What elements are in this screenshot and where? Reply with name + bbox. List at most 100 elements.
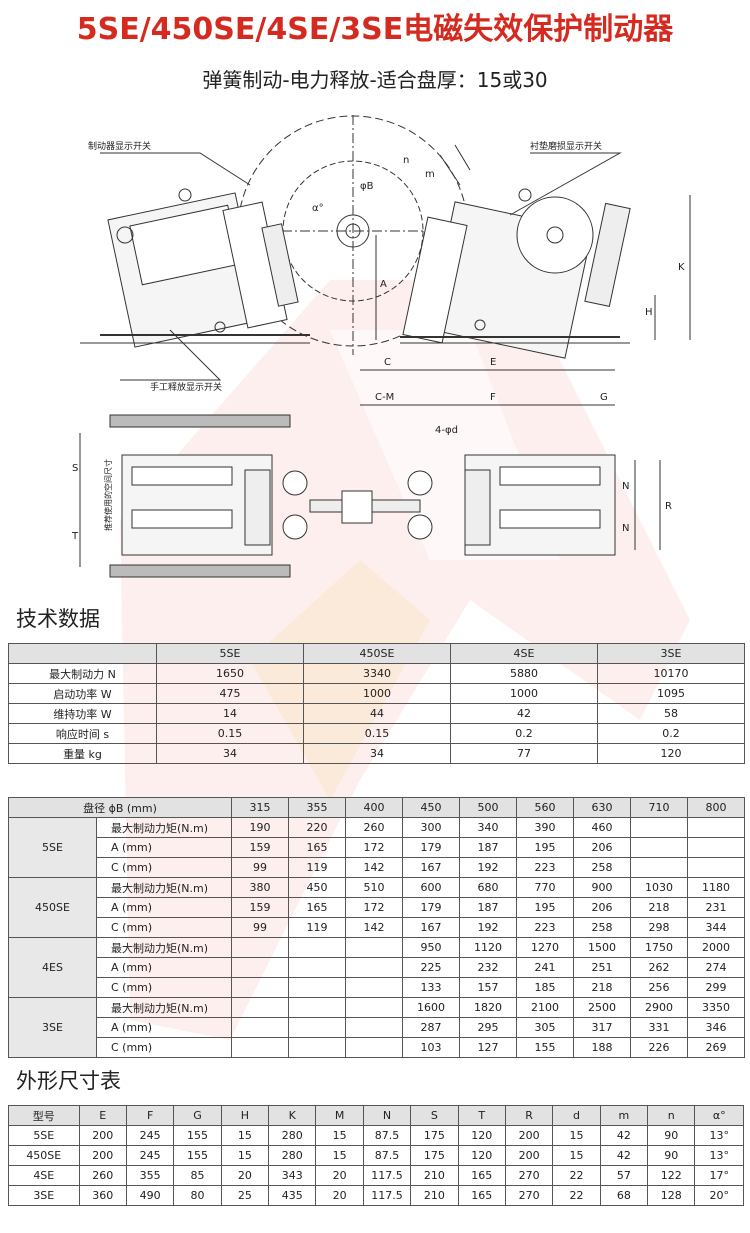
dim-value-cell: 117.5 xyxy=(362,1185,412,1206)
disc-row-label: C (mm) xyxy=(96,977,232,998)
disc-diameter-cell: 630 xyxy=(573,797,631,818)
disc-value-cell xyxy=(345,977,403,998)
disc-value-cell xyxy=(345,1037,403,1058)
disc-row-label: 最大制动力矩(N.m) xyxy=(96,997,232,1018)
dim-header-cell: G xyxy=(173,1105,222,1126)
disc-value-cell xyxy=(288,937,346,958)
dim-value-cell: 90 xyxy=(647,1145,696,1166)
table-row: 重量 kg 34 34 77 120 xyxy=(8,743,745,764)
disc-value-cell xyxy=(687,817,745,838)
disc-value-cell: 172 xyxy=(345,837,403,858)
dim-value-cell: 22 xyxy=(552,1165,601,1186)
table-row: 启动功率 W 475 1000 1000 1095 xyxy=(8,683,745,704)
dim-value-cell: 13° xyxy=(694,1125,744,1146)
dim-value-cell: 20 xyxy=(220,1165,270,1186)
disc-value-cell xyxy=(231,977,289,998)
disc-group-model: 4ES xyxy=(8,937,97,998)
dim-value-cell: 165 xyxy=(457,1165,506,1186)
svg-text:R: R xyxy=(665,501,672,512)
disc-value-cell: 119 xyxy=(288,917,346,938)
tech-model-5se: 5SE xyxy=(156,643,304,664)
disc-value-cell: 317 xyxy=(573,1017,631,1038)
svg-text:A: A xyxy=(380,279,387,290)
dim-value-cell: 175 xyxy=(410,1145,459,1166)
disc-value-cell: 262 xyxy=(630,957,688,978)
dim-value-cell: 68 xyxy=(599,1185,649,1206)
dim-header-cell: S xyxy=(410,1105,459,1126)
dim-value-cell: 117.5 xyxy=(362,1165,412,1186)
dim-header-cell: K xyxy=(268,1105,317,1126)
dim-value-cell: 17° xyxy=(694,1165,744,1186)
disc-value-cell: 142 xyxy=(345,857,403,878)
disc-row-label: 最大制动力矩(N.m) xyxy=(96,937,232,958)
table-row: 维持功率 W 14 44 42 58 xyxy=(8,703,745,724)
disc-value-cell: 195 xyxy=(516,837,574,858)
svg-text:4-φd: 4-φd xyxy=(435,425,458,436)
dim-value-cell: 245 xyxy=(125,1125,175,1146)
dim-value-cell: 435 xyxy=(268,1185,317,1206)
disc-value-cell xyxy=(231,1037,289,1058)
dim-value-cell: 87.5 xyxy=(362,1125,412,1146)
dim-value-cell: 15 xyxy=(552,1125,601,1146)
dim-value-cell: 155 xyxy=(173,1125,222,1146)
disc-row-label: A (mm) xyxy=(96,837,232,858)
disc-value-cell xyxy=(687,837,745,858)
disc-value-cell: 1180 xyxy=(687,877,745,898)
tech-model-4se: 4SE xyxy=(450,643,598,664)
disc-value-cell: 179 xyxy=(402,897,460,918)
disc-value-cell xyxy=(231,1017,289,1038)
disc-value-cell: 179 xyxy=(402,837,460,858)
disc-value-cell: 251 xyxy=(573,957,631,978)
disc-value-cell: 1500 xyxy=(573,937,631,958)
dim-value-cell: 210 xyxy=(410,1185,459,1206)
disc-value-cell xyxy=(288,977,346,998)
disc-value-cell: 187 xyxy=(459,837,517,858)
disc-value-cell: 256 xyxy=(630,977,688,998)
dim-value-cell: 165 xyxy=(457,1185,506,1206)
disc-value-cell xyxy=(345,937,403,958)
dim-value-cell: 15 xyxy=(315,1145,364,1166)
disc-value-cell: 218 xyxy=(630,897,688,918)
disc-value-cell: 287 xyxy=(402,1017,460,1038)
disc-value-cell: 206 xyxy=(573,897,631,918)
svg-text:N: N xyxy=(622,523,629,534)
disc-value-cell: 190 xyxy=(231,817,289,838)
dim-header-cell: N xyxy=(362,1105,412,1126)
disc-value-cell: 258 xyxy=(573,917,631,938)
page-title: 5SE/450SE/4SE/3SE电磁失效保护制动器 xyxy=(76,12,674,47)
disc-value-cell: 165 xyxy=(288,837,346,858)
disc-group-model: 3SE xyxy=(8,997,97,1058)
disc-value-cell: 185 xyxy=(516,977,574,998)
disc-value-cell: 188 xyxy=(573,1037,631,1058)
svg-text:C-M: C-M xyxy=(375,392,394,403)
dim-header-cell: H xyxy=(220,1105,270,1126)
svg-text:C: C xyxy=(384,357,391,368)
disc-value-cell: 390 xyxy=(516,817,574,838)
disc-value-cell: 223 xyxy=(516,917,574,938)
disc-value-cell: 460 xyxy=(573,817,631,838)
dim-header-cell: m xyxy=(599,1105,649,1126)
disc-value-cell: 269 xyxy=(687,1037,745,1058)
tech-section-title: 技术数据 xyxy=(16,607,100,631)
disc-value-cell: 450 xyxy=(288,877,346,898)
dim-value-cell: 122 xyxy=(647,1165,696,1186)
disc-value-cell: 206 xyxy=(573,837,631,858)
dim-value-cell: 260 xyxy=(78,1165,127,1186)
space-label: 推荐使用的空间尺寸 xyxy=(103,459,113,531)
dim-value-cell: 22 xyxy=(552,1185,601,1206)
svg-text:T: T xyxy=(71,531,79,542)
dim-section-title: 外形尺寸表 xyxy=(16,1069,121,1093)
disc-value-cell: 172 xyxy=(345,897,403,918)
dim-value-cell: 15 xyxy=(220,1125,270,1146)
disc-value-cell: 260 xyxy=(345,817,403,838)
dim-value-cell: 200 xyxy=(504,1125,554,1146)
disc-value-cell xyxy=(630,817,688,838)
disc-value-cell: 346 xyxy=(687,1017,745,1038)
disc-value-cell: 1270 xyxy=(516,937,574,958)
disc-value-cell: 226 xyxy=(630,1037,688,1058)
